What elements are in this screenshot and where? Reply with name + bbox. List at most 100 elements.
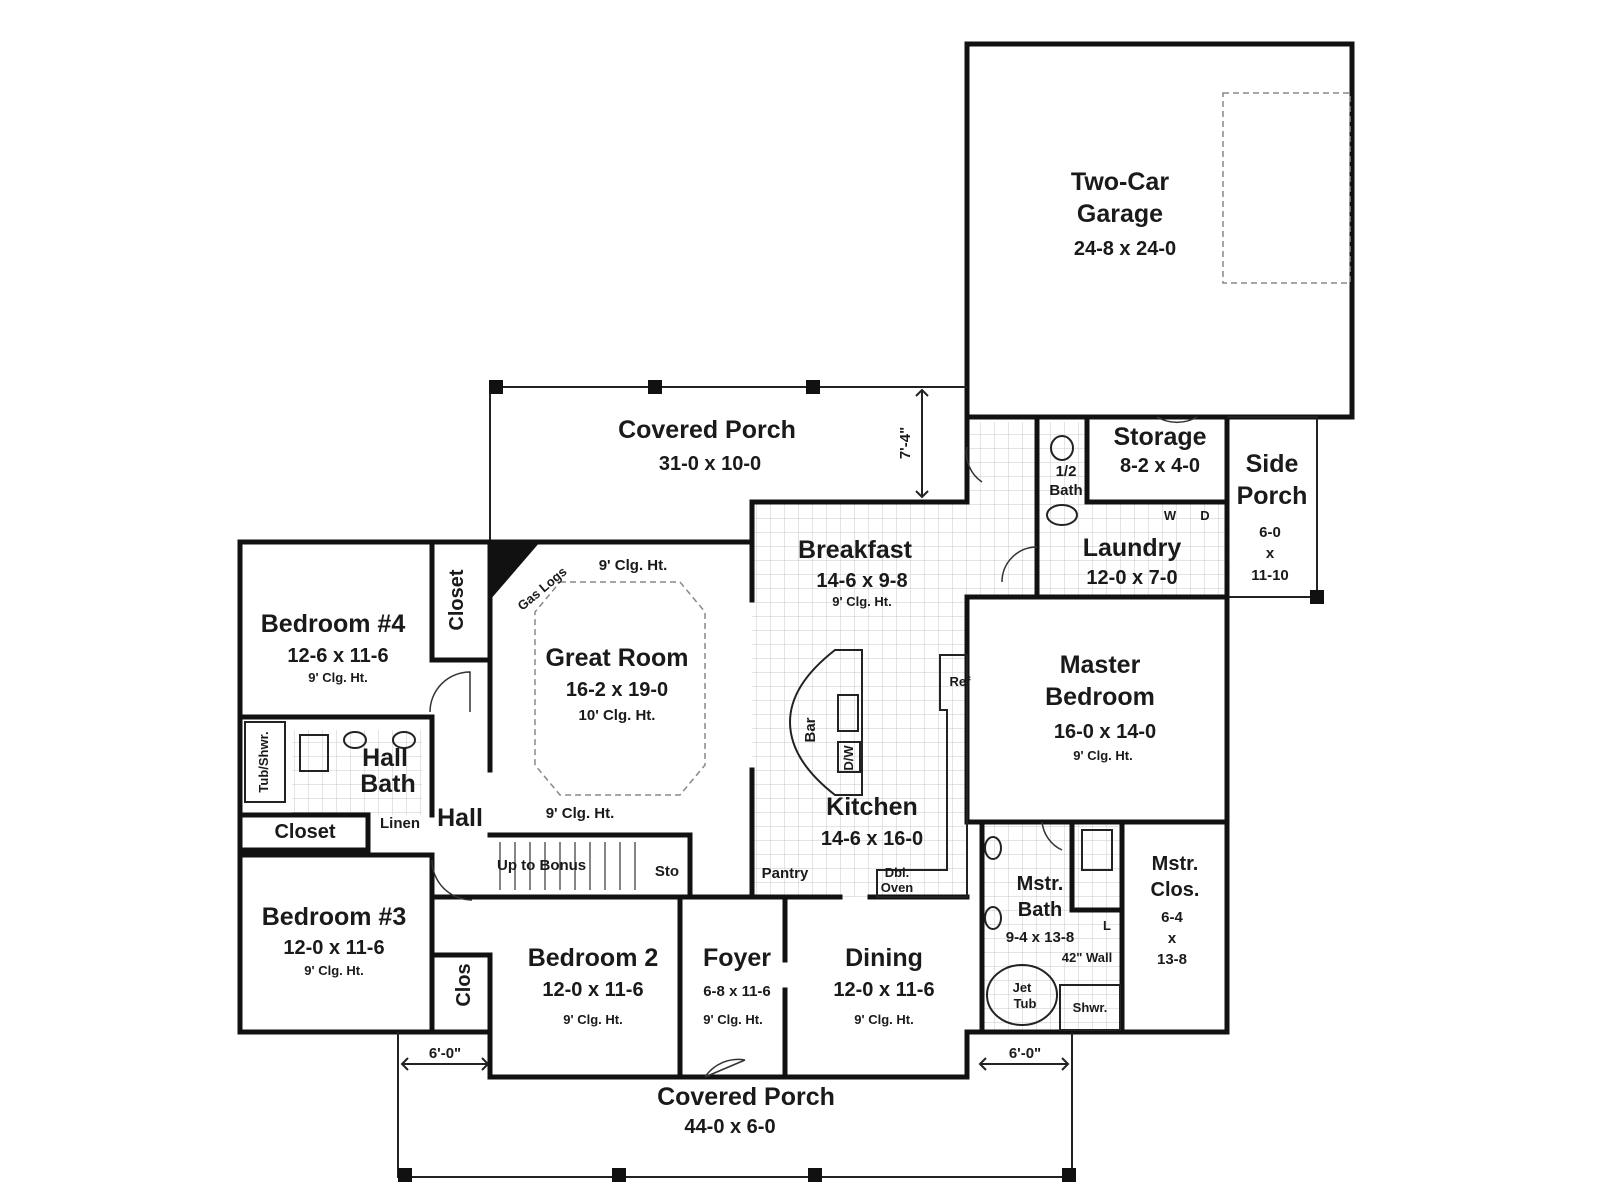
front-porch-dimensions: 44-0 x 6-0 bbox=[684, 1116, 775, 1138]
hall-ceiling: 9' Clg. Ht. bbox=[546, 805, 615, 822]
porch-post bbox=[648, 380, 662, 394]
garage-label-line1: Two-Car bbox=[1071, 168, 1169, 196]
linen-label: Linen bbox=[380, 815, 420, 832]
master-closet-dim2: x bbox=[1168, 930, 1177, 947]
dining-ceiling: 9' Clg. Ht. bbox=[854, 1012, 913, 1027]
garage-door-outline bbox=[1222, 92, 1351, 284]
great-room-dimensions: 16-2 x 19-0 bbox=[566, 679, 668, 701]
rear-porch-depth: 7'-4" bbox=[897, 427, 914, 459]
storage-under-stairs-label: Sto bbox=[655, 863, 679, 880]
front-porch-dimension-left bbox=[400, 1057, 490, 1071]
refrigerator-label: Ref bbox=[950, 674, 972, 689]
breakfast-ceiling: 9' Clg. Ht. bbox=[832, 594, 891, 609]
laundry-label: Laundry bbox=[1083, 534, 1182, 562]
jet-tub-icon bbox=[986, 964, 1058, 1026]
shower-label: Shwr. bbox=[1073, 1000, 1108, 1015]
jet-tub-label-line1: Jet bbox=[1013, 980, 1032, 995]
door-swing bbox=[1156, 416, 1198, 424]
master-bath-floor bbox=[982, 822, 1122, 1032]
sink-icon bbox=[392, 731, 416, 749]
dishwasher-label: D/W bbox=[841, 745, 856, 771]
front-porch-dimension-right bbox=[978, 1057, 1070, 1071]
stairs-label: Up to Bonus bbox=[497, 857, 586, 874]
hall-bath-label-line2: Bath bbox=[360, 770, 416, 798]
foyer-dimensions: 6-8 x 11-6 bbox=[703, 983, 771, 1000]
bedroom4-ceiling: 9' Clg. Ht. bbox=[308, 670, 367, 685]
master-closet-label-line2: Clos. bbox=[1151, 879, 1200, 901]
master-bedroom-label-line2: Bedroom bbox=[1045, 683, 1155, 711]
toilet-icon bbox=[1081, 829, 1113, 871]
porch-post bbox=[489, 380, 503, 394]
sink-icon bbox=[343, 731, 367, 749]
side-porch-dim2: x bbox=[1266, 545, 1275, 562]
tub-shower-label: Tub/Shwr. bbox=[256, 731, 271, 792]
kitchen-dimensions: 14-6 x 16-0 bbox=[821, 828, 923, 850]
door-swing bbox=[1041, 821, 1063, 851]
washer-label: W bbox=[1164, 508, 1177, 523]
bedroom2-dimensions: 12-0 x 11-6 bbox=[542, 979, 643, 1001]
kitchen-island bbox=[788, 649, 863, 796]
kitchen-counter bbox=[876, 654, 968, 898]
breakfast-dimensions: 14-6 x 9-8 bbox=[816, 570, 907, 592]
bedroom4-dimensions: 12-6 x 11-6 bbox=[287, 645, 388, 667]
gas-logs-label: Gas Logs bbox=[515, 564, 570, 614]
sink-icon bbox=[984, 906, 1002, 930]
toilet-icon bbox=[299, 734, 329, 772]
porch-post bbox=[1310, 590, 1324, 604]
hall-bath-label-line1: Hall bbox=[362, 744, 408, 772]
master-bedroom-label-line1: Master bbox=[1060, 651, 1141, 679]
toilet-icon bbox=[1050, 435, 1074, 461]
front-porch-label: Covered Porch bbox=[657, 1083, 835, 1111]
breakfast-kitchen-floor bbox=[752, 502, 967, 897]
dishwasher-icon bbox=[837, 741, 861, 773]
garage-walls bbox=[964, 41, 1355, 420]
breakfast-label: Breakfast bbox=[798, 536, 913, 564]
side-porch-label-line1: Side bbox=[1246, 450, 1299, 478]
bedroom3-ceiling: 9' Clg. Ht. bbox=[304, 963, 363, 978]
bedroom2-ceiling: 9' Clg. Ht. bbox=[563, 1012, 622, 1027]
great-room-label: Great Room bbox=[545, 644, 688, 672]
door-swing bbox=[1001, 546, 1038, 583]
dining-label: Dining bbox=[845, 944, 923, 972]
master-closet-label-line1: Mstr. bbox=[1152, 853, 1199, 875]
kitchen-label: Kitchen bbox=[826, 793, 918, 821]
bedroom2-closet-label: Clos bbox=[453, 963, 475, 1006]
great-room-top-ceiling: 9' Clg. Ht. bbox=[599, 557, 668, 574]
door-swing bbox=[431, 859, 473, 901]
bedroom3-dimensions: 12-0 x 11-6 bbox=[283, 937, 384, 959]
laundry-floor bbox=[1037, 502, 1227, 597]
sink-icon bbox=[1046, 504, 1078, 526]
side-porch-dim3: 11-10 bbox=[1251, 567, 1289, 584]
front-porch-right-depth: 6'-0" bbox=[1009, 1045, 1041, 1062]
bedroom2-label: Bedroom 2 bbox=[528, 944, 659, 972]
hall-label: Hall bbox=[437, 804, 483, 832]
sink-icon bbox=[837, 694, 859, 732]
door-swing bbox=[704, 1058, 746, 1078]
porch-post bbox=[806, 380, 820, 394]
pantry-label: Pantry bbox=[762, 865, 809, 882]
sink-icon bbox=[984, 836, 1002, 860]
great-room-ceiling: 10' Clg. Ht. bbox=[579, 707, 656, 724]
rear-porch-outline bbox=[489, 386, 967, 542]
half-bath-label-line1: 1/2 bbox=[1056, 463, 1077, 480]
master-bath-label-line2: Bath bbox=[1018, 899, 1062, 921]
foyer-label: Foyer bbox=[703, 944, 771, 972]
storage-dimensions: 8-2 x 4-0 bbox=[1120, 455, 1200, 477]
laundry-dimensions: 12-0 x 7-0 bbox=[1086, 567, 1177, 589]
bedroom3-label: Bedroom #3 bbox=[262, 903, 406, 931]
porch-post bbox=[808, 1168, 822, 1182]
master-closet-dim1: 6-4 bbox=[1161, 909, 1183, 926]
garage-dimensions: 24-8 x 24-0 bbox=[1074, 238, 1176, 260]
porch-post bbox=[1062, 1168, 1076, 1182]
shower-icon bbox=[1059, 984, 1121, 1031]
half-wall-label: 42" Wall bbox=[1062, 950, 1112, 965]
linen-l-label: L bbox=[1103, 918, 1111, 933]
dryer-label: D bbox=[1200, 508, 1209, 523]
rear-porch-label: Covered Porch bbox=[618, 416, 796, 444]
rear-porch-dimensions: 31-0 x 10-0 bbox=[659, 453, 761, 475]
great-room-ceiling-outline bbox=[534, 581, 706, 796]
side-porch-label-line2: Porch bbox=[1237, 482, 1308, 510]
garage-label-line2: Garage bbox=[1077, 200, 1163, 228]
tub-icon bbox=[244, 721, 286, 803]
